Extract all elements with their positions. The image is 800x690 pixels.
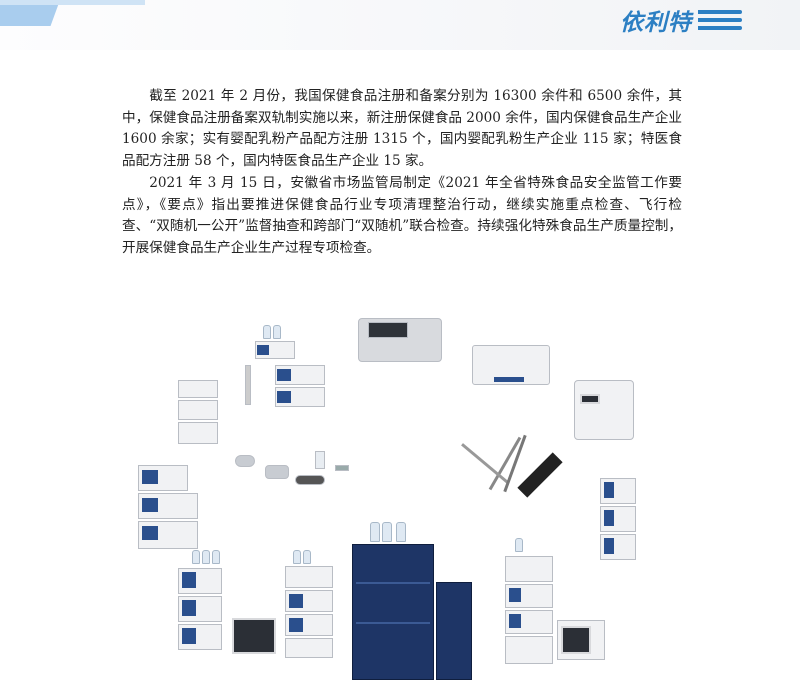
header-band <box>0 0 800 50</box>
brand-logo: 依利特 <box>620 6 742 36</box>
monitor-icon <box>232 618 276 654</box>
paragraph: 2021 年 3 月 15 日，安徽省市场监管局制定《2021 年全省特殊食品安… <box>122 174 682 256</box>
logo-text: 依利特 <box>620 10 692 36</box>
paragraph: 截至 2021 年 2 月份，我国保健食品注册和备案分别为 16300 余件和 … <box>122 88 682 170</box>
logo-icon <box>698 10 742 30</box>
header-decoration <box>0 0 145 5</box>
article-body: 截至 2021 年 2 月份，我国保健食品注册和备案分别为 16300 余件和 … <box>122 86 682 260</box>
